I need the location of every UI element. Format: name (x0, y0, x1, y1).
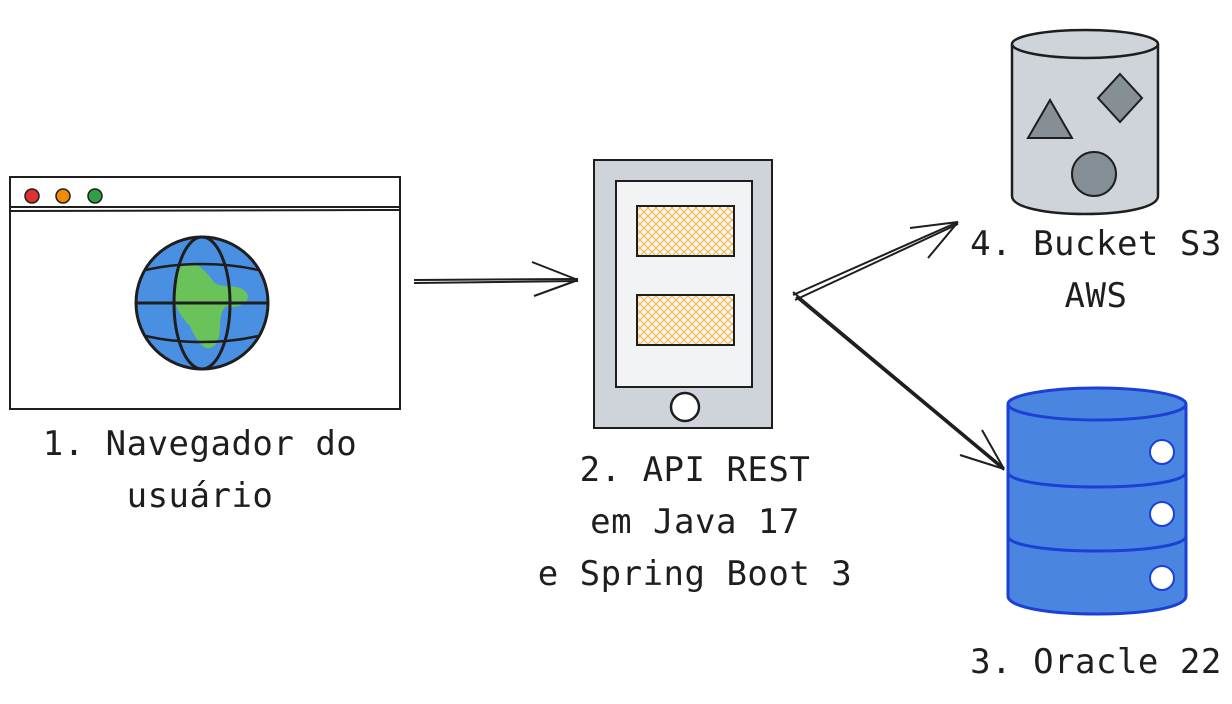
s3-label: 4. Bucket S3 AWS (960, 218, 1232, 322)
arrow-api-to-s3 (792, 221, 959, 301)
api-label-line2: em Java 17 (590, 502, 800, 542)
api-label: 2. API REST em Java 17 e Spring Boot 3 (500, 444, 890, 600)
database-icon (1006, 386, 1188, 616)
api-label-line1: 2. API REST (579, 450, 811, 490)
browser-label-line2: usuário (126, 476, 274, 516)
bucket-s3-icon (1010, 28, 1160, 216)
browser-label: 1. Navegador do usuário (20, 418, 380, 522)
mobile-device-icon (593, 159, 773, 429)
api-label-line3: e Spring Boot 3 (537, 554, 853, 594)
s3-label-line2: AWS (1064, 276, 1128, 316)
arrow-api-to-oracle (792, 291, 1005, 471)
oracle-label: 3. Oracle 22 (960, 636, 1232, 688)
s3-label-line1: 4. Bucket S3 (970, 224, 1222, 264)
browser-label-line1: 1. Navegador do (42, 424, 358, 464)
globe-icon (134, 235, 270, 371)
oracle-label-line1: 3. Oracle 22 (970, 642, 1222, 682)
arrow-browser-to-api (413, 261, 579, 297)
